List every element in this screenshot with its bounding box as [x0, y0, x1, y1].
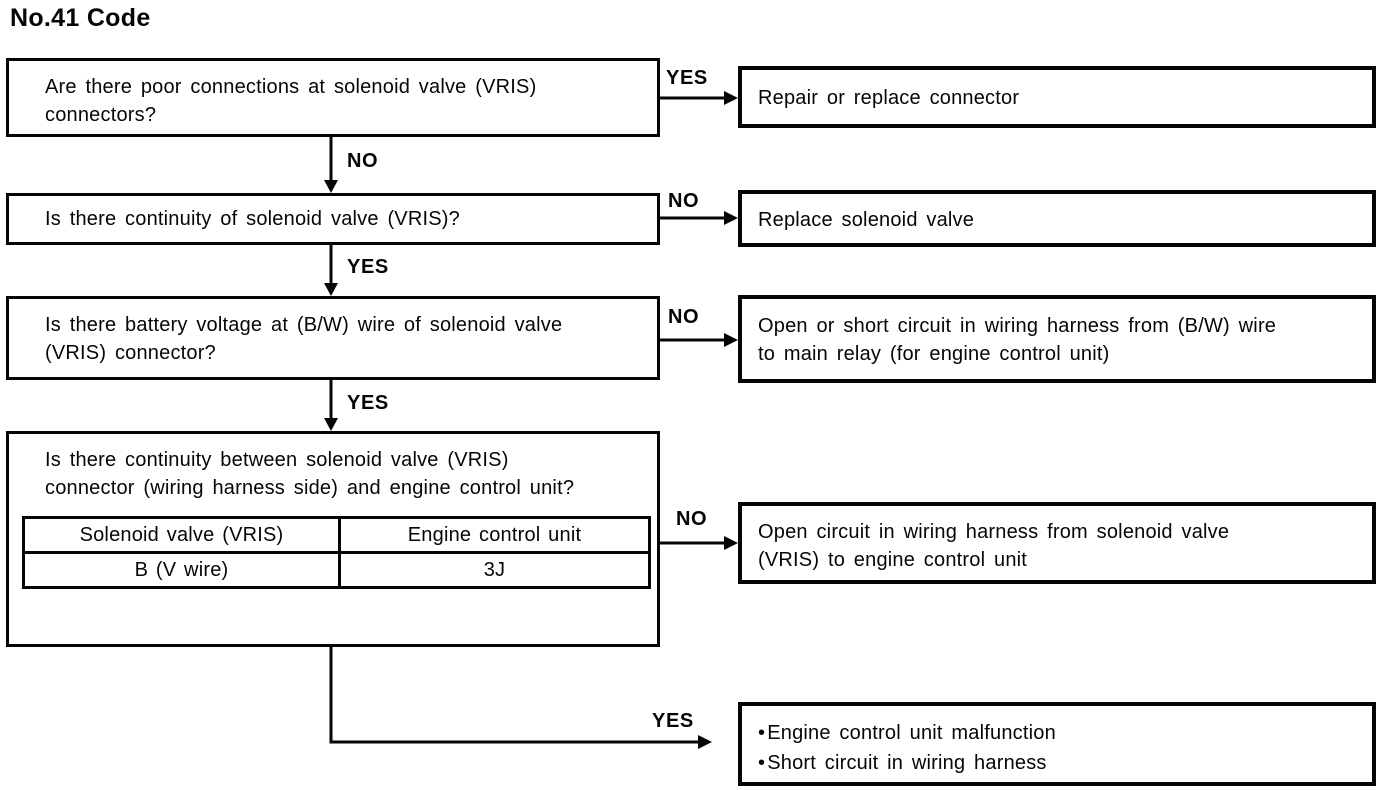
bullet-icon: •: [758, 752, 766, 774]
result-box-ecu-malfunction: •Engine control unit malfunction •Short …: [738, 702, 1376, 786]
question-box-battery-voltage: Is there battery voltage at (B/W) wire o…: [6, 296, 660, 380]
result-text: to main relay (for engine control unit): [758, 343, 1110, 365]
branch-label-no-1: NO: [347, 150, 379, 172]
table-header-row: Solenoid valve (VRIS) Engine control uni…: [22, 516, 651, 554]
result-text: Repair or replace connector: [758, 87, 1020, 109]
connector-q3-no: [660, 333, 738, 347]
result-bullet-item: •Short circuit in wiring harness: [742, 748, 1372, 778]
result-box-open-short-circuit: Open or short circuit in wiring harness …: [738, 295, 1376, 383]
arrowhead-down-icon: [324, 283, 338, 296]
question-box-continuity-ecu: Is there continuity between solenoid val…: [6, 431, 660, 647]
question-text: connectors?: [45, 104, 157, 126]
question-text: Are there poor connections at solenoid v…: [45, 76, 537, 98]
result-text: Open or short circuit in wiring harness …: [758, 315, 1277, 337]
arrowhead-right-icon: [724, 536, 738, 550]
arrowhead-right-icon: [724, 91, 738, 105]
question-text: connector (wiring harness side) and engi…: [45, 477, 575, 499]
branch-label-yes-1: YES: [666, 67, 708, 89]
result-text: Short circuit in wiring harness: [767, 752, 1047, 774]
question-text: Is there continuity between solenoid val…: [45, 449, 509, 471]
connector-q1-no-down: [324, 137, 338, 193]
result-text: Engine control unit malfunction: [767, 722, 1056, 744]
question-text: (VRIS) connector?: [45, 342, 216, 364]
branch-label-yes-3: YES: [347, 392, 389, 414]
question-text: Is there battery voltage at (B/W) wire o…: [45, 314, 563, 336]
connector-q4-no: [657, 536, 738, 550]
branch-label-yes-2: YES: [347, 256, 389, 278]
connector-q2-no: [660, 211, 738, 225]
page-title: No.41 Code: [10, 4, 151, 32]
arrowhead-down-icon: [324, 418, 338, 431]
pin-lookup-table: Solenoid valve (VRIS) Engine control uni…: [22, 516, 651, 589]
result-text: Open circuit in wiring harness from sole…: [758, 521, 1230, 543]
arrowhead-right-icon: [698, 735, 712, 749]
question-box-connections: Are there poor connections at solenoid v…: [6, 58, 660, 137]
result-box-replace-valve: Replace solenoid valve: [738, 190, 1376, 247]
table-header-ecu: Engine control unit: [338, 516, 651, 554]
result-box-open-circuit: Open circuit in wiring harness from sole…: [738, 502, 1376, 584]
branch-label-yes-4: YES: [652, 710, 694, 732]
connector-q4-yes-elbow: [329, 647, 712, 749]
question-text: Is there continuity of solenoid valve (V…: [45, 208, 460, 230]
table-cell-wire: B (V wire): [22, 551, 341, 589]
result-text: (VRIS) to engine control unit: [758, 549, 1028, 571]
branch-label-no-4: NO: [676, 508, 708, 530]
result-box-repair-connector: Repair or replace connector: [738, 66, 1376, 128]
question-box-continuity-valve: Is there continuity of solenoid valve (V…: [6, 193, 660, 245]
result-text: Replace solenoid valve: [758, 209, 975, 231]
table-header-solenoid: Solenoid valve (VRIS): [22, 516, 341, 554]
branch-label-no-2: NO: [668, 190, 700, 212]
connector-q1-yes: [660, 91, 738, 105]
result-bullet-item: •Engine control unit malfunction: [742, 718, 1372, 748]
branch-label-no-3: NO: [668, 306, 700, 328]
table-row: B (V wire) 3J: [22, 551, 651, 589]
arrowhead-right-icon: [724, 333, 738, 347]
arrowhead-down-icon: [324, 180, 338, 193]
table-cell-pin: 3J: [338, 551, 651, 589]
bullet-icon: •: [758, 722, 766, 744]
connector-q3-yes-down: [324, 380, 338, 431]
arrowhead-right-icon: [724, 211, 738, 225]
connector-q2-yes-down: [324, 245, 338, 296]
